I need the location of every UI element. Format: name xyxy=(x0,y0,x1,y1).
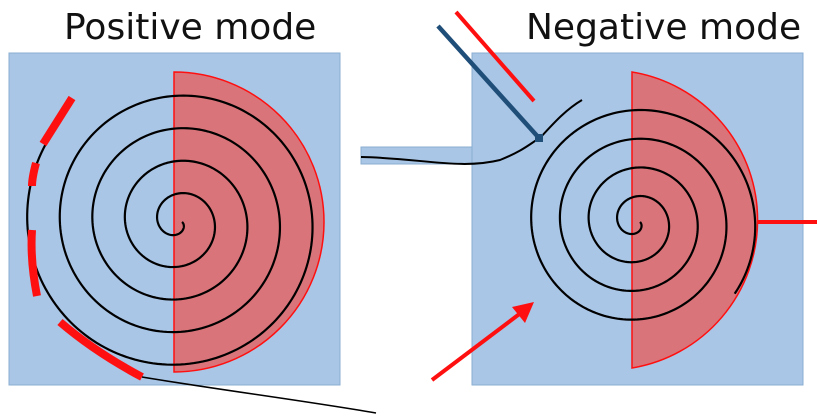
positive-mode-title: Positive mode xyxy=(64,7,317,48)
red-arrow-head xyxy=(512,302,534,323)
positive-lead-wire xyxy=(141,376,377,414)
navy-probe xyxy=(436,24,541,140)
negative-spiral xyxy=(530,108,757,321)
negative-half-disc xyxy=(631,71,759,369)
positive-edge-segments xyxy=(27,95,144,381)
edge-segment-2 xyxy=(28,161,40,187)
edge-segment-3 xyxy=(27,229,41,297)
red-arrow-shaft xyxy=(430,310,524,382)
edge-segment-4 xyxy=(57,318,144,381)
positive-mode-panel xyxy=(8,52,377,414)
negative-mode-panel xyxy=(360,10,817,386)
negative-feed-wire xyxy=(360,99,583,165)
edge-segment-1 xyxy=(39,95,76,147)
negative-mode-title: Negative mode xyxy=(526,7,802,48)
positive-spiral xyxy=(26,94,314,366)
red-probe xyxy=(454,10,536,103)
